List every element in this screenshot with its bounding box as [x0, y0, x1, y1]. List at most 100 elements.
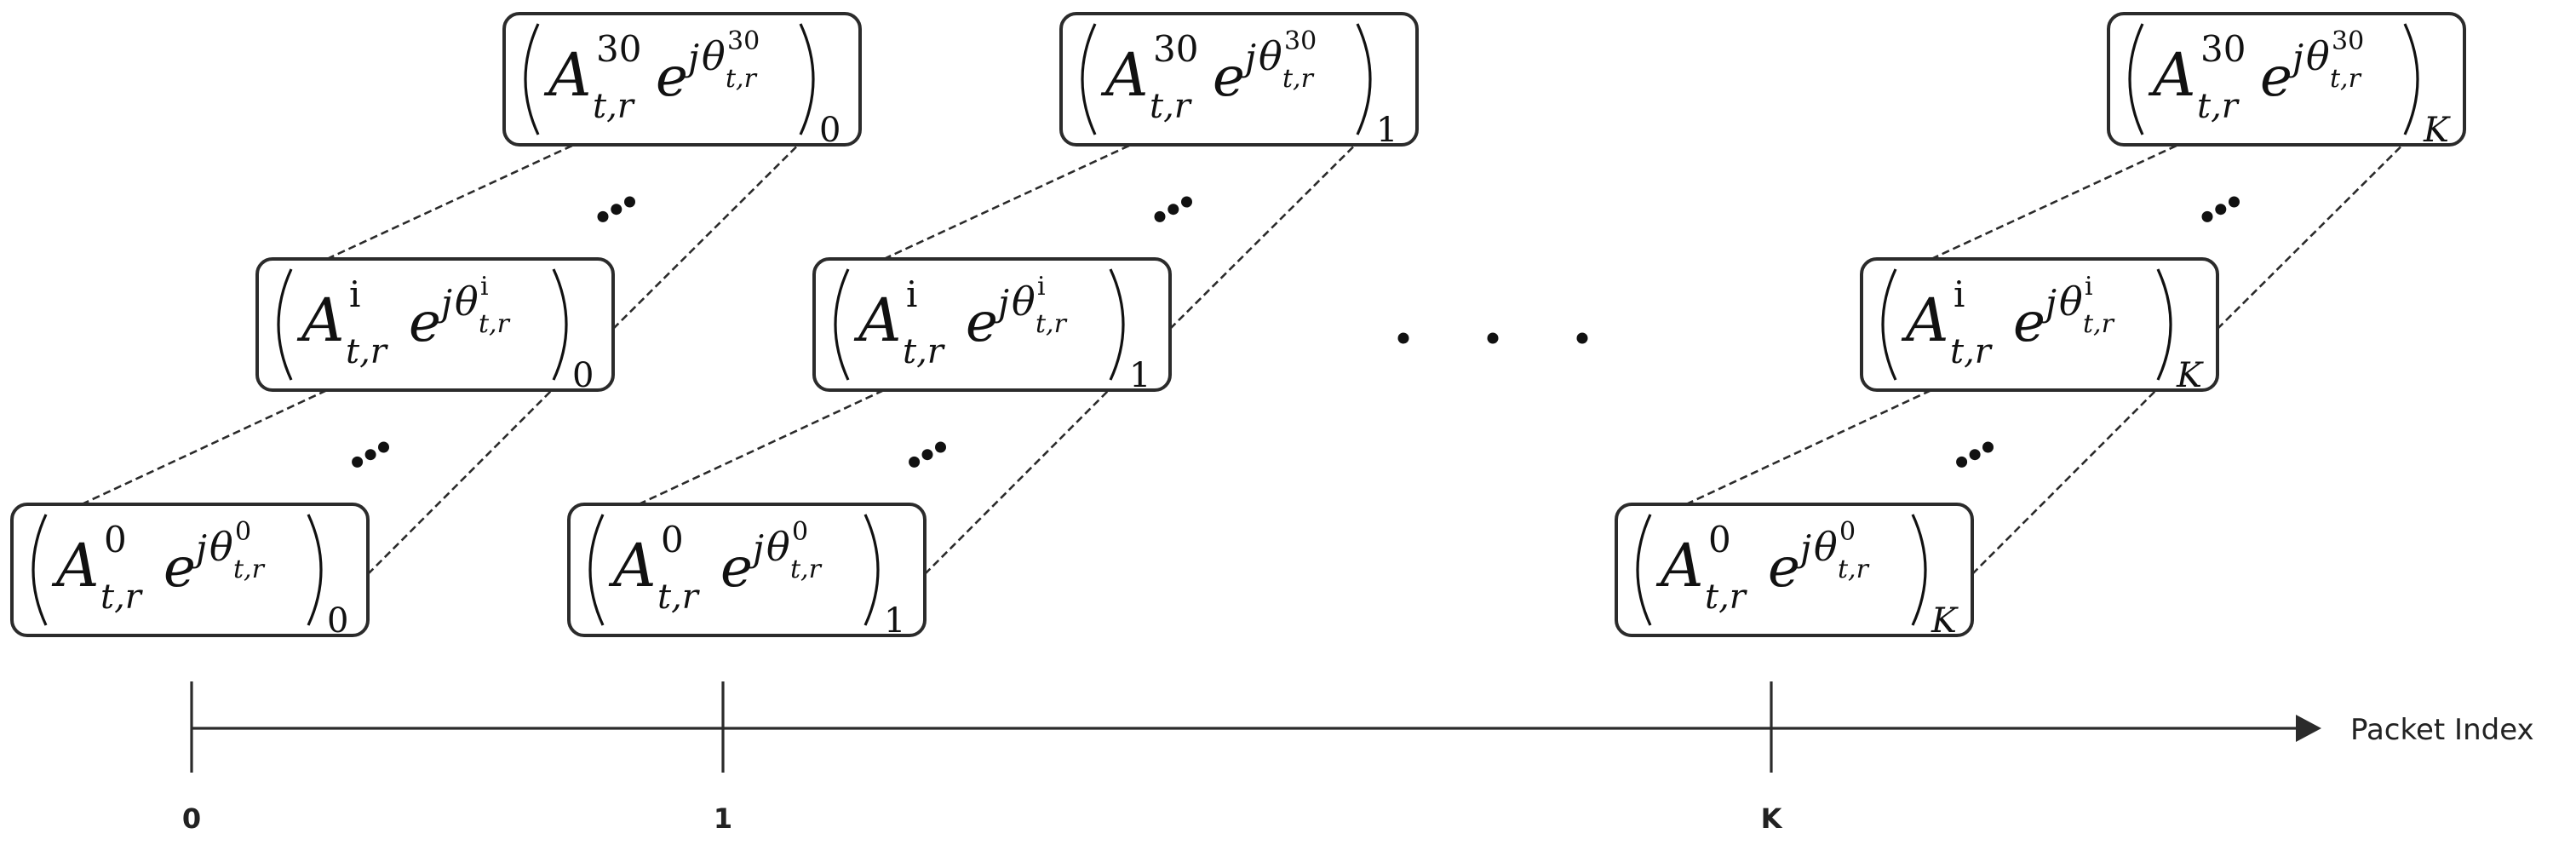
phase-subscript: t,r [726, 64, 758, 94]
phase-subscript: t,r [1282, 64, 1315, 94]
amplitude-subscript: t,r [100, 578, 144, 617]
amplitude-subscript: t,r [1705, 578, 1748, 617]
connector-line [1685, 388, 1932, 506]
stack-ellipsis-dot [624, 196, 635, 208]
connector-line [883, 143, 1132, 261]
amplitude-subscript: t,r [903, 332, 946, 371]
amplitude-symbol: A [2148, 40, 2196, 110]
packet-subscript: K [2423, 111, 2451, 150]
phase-subscript: t,r [2330, 64, 2362, 94]
phase-superscript: 30 [2332, 26, 2364, 56]
amplitude-superscript: i [349, 273, 360, 315]
right-paren [799, 23, 815, 135]
tick-label: 1 [714, 802, 732, 835]
csi-cell-box [567, 503, 927, 637]
exponential-symbol: e [656, 46, 688, 109]
stack-ellipsis-dot [2229, 196, 2240, 208]
right-paren [1356, 23, 1372, 135]
packet-subscript: K [1931, 601, 1959, 641]
csi-cell-box [1059, 12, 1419, 147]
axis-label: Packet Index [2350, 713, 2534, 747]
amplitude-symbol: A [608, 531, 657, 601]
packet-index-axis: Packet Index 0 1 K [182, 681, 2534, 835]
amplitude-symbol: A [296, 285, 345, 355]
left-paren [32, 514, 48, 626]
packet-subscript: K [2176, 356, 2204, 395]
amplitude-symbol: A [51, 531, 100, 601]
amplitude-symbol: A [853, 285, 902, 355]
csi-cell-box [812, 257, 1172, 392]
phase-symbol: θ [1814, 524, 1838, 570]
csi-cell-box [1860, 257, 2219, 392]
exponential-symbol: e [966, 291, 998, 354]
phase-symbol: θ [455, 279, 479, 325]
phase-subscript: t,r [2083, 309, 2115, 339]
left-paren [277, 268, 293, 381]
phase-superscript: 30 [727, 26, 760, 56]
csi-cell-box [255, 257, 615, 392]
stack-ellipsis-dot [2215, 204, 2227, 216]
axis-arrow-icon [2296, 715, 2321, 742]
tick-label: 0 [182, 802, 201, 835]
amplitude-superscript: i [906, 273, 917, 315]
stack-ellipsis-dot [611, 204, 622, 216]
amplitude-symbol: A [1655, 531, 1704, 601]
amplitude-superscript: 30 [596, 28, 641, 70]
amplitude-subscript: t,r [1150, 87, 1193, 126]
stack-ellipsis-dot [378, 441, 389, 453]
stack-ellipsis-dot [1969, 449, 1981, 461]
stack-ellipsis-dot [352, 456, 364, 468]
phase-symbol: θ [209, 524, 233, 570]
stack-ellipsis-dot [935, 441, 946, 453]
amplitude-subscript: t,r [593, 87, 636, 126]
amplitude-symbol: A [1901, 285, 1949, 355]
phase-subscript: t,r [1838, 555, 1870, 584]
right-paren [863, 514, 880, 626]
phase-superscript: i [480, 272, 489, 302]
phase-subscript: t,r [233, 555, 266, 584]
exponential-symbol: e [2013, 291, 2045, 354]
ellipsis-dot [1397, 332, 1409, 344]
amplitude-subscript: t,r [1950, 332, 1994, 371]
stack-ellipsis-dot [1956, 456, 1968, 468]
packet-subscript: 0 [327, 601, 348, 641]
exponential-symbol: e [2260, 46, 2292, 109]
packet-subscript: 0 [819, 111, 840, 150]
stack-ellipsis-dot [1982, 441, 1994, 453]
phase-superscript: i [1037, 272, 1046, 302]
amplitude-superscript: 30 [1153, 28, 1198, 70]
ellipsis-dot [1576, 332, 1588, 344]
left-paren [2128, 23, 2144, 135]
stack-ellipsis-dot [1168, 204, 1179, 216]
right-paren [2403, 23, 2419, 135]
csi-cell-box [2107, 12, 2466, 147]
amplitude-subscript: t,r [2197, 87, 2240, 126]
phase-symbol: θ [1012, 279, 1036, 325]
phase-symbol: θ [2059, 279, 2083, 325]
ellipsis-dot [1487, 332, 1499, 344]
phase-subscript: t,r [1036, 309, 1068, 339]
phase-superscript: i [2085, 272, 2093, 302]
packet-subscript: 1 [884, 601, 905, 641]
phase-superscript: 30 [1284, 26, 1317, 56]
phase-subscript: t,r [790, 555, 823, 584]
amplitude-subscript: t,r [657, 578, 701, 617]
stack-ellipsis-dot [1181, 196, 1192, 208]
right-paren [1911, 514, 1927, 626]
stack-ellipsis-dot [364, 449, 376, 461]
amplitude-superscript: 0 [661, 519, 684, 560]
phase-superscript: 0 [792, 517, 808, 547]
exponential-symbol: e [1768, 537, 1800, 600]
phase-superscript: 0 [235, 517, 251, 547]
phase-superscript: 0 [1839, 517, 1856, 547]
